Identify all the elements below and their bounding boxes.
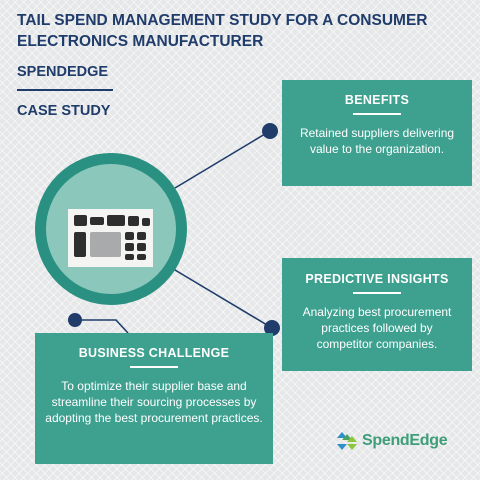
insights-card-title: PREDICTIVE INSIGHTS [305, 272, 449, 286]
camera-icon [74, 215, 87, 226]
charger-icon [90, 217, 104, 225]
earbuds-icon [137, 254, 146, 260]
benefits-card-title: BENEFITS [344, 93, 410, 107]
mouse-icon-2 [137, 232, 146, 240]
speaker-icon [125, 243, 134, 251]
speaker-icon-2 [137, 243, 146, 251]
insights-card-text: Analyzing best procurement practices fol… [302, 305, 452, 351]
adapter-icon [128, 216, 139, 226]
challenge-card-title: BUSINESS CHALLENGE [78, 346, 230, 360]
headphones-icon [125, 254, 134, 260]
company-label: SPENDEDGE [17, 64, 109, 80]
electronics-photo [68, 209, 153, 267]
benefits-card: BENEFITS Retained suppliers delivering v… [282, 80, 472, 186]
insights-connector-dot [264, 320, 280, 336]
insights-connector [169, 266, 273, 329]
spendedge-logo: SpendEdge [336, 430, 448, 452]
challenge-connector [75, 319, 129, 334]
company-label-rule [17, 89, 113, 91]
challenge-card-text: To optimize their supplier base and stre… [45, 379, 263, 425]
cable-icon [142, 218, 150, 226]
page-title: TAIL SPEND MANAGEMENT STUDY FOR A CONSUM… [17, 12, 428, 50]
spendedge-logo-text: SpendEdge [362, 432, 448, 449]
camera-lens-icon [107, 215, 125, 226]
benefits-card-rule [353, 113, 401, 115]
challenge-card-rule [130, 366, 178, 368]
benefits-connector [174, 130, 271, 189]
benefits-connector-dot [262, 123, 278, 139]
benefits-card-text: Retained suppliers delivering value to t… [299, 126, 455, 156]
spendedge-logo-icon [337, 432, 357, 450]
challenge-connector-dot [68, 313, 82, 327]
laptop-icon [90, 232, 121, 257]
insights-card-rule [353, 292, 401, 294]
phone-icon [74, 232, 86, 257]
mouse-icon [125, 232, 134, 240]
insights-card: PREDICTIVE INSIGHTS Analyzing best procu… [282, 258, 472, 371]
challenge-card: BUSINESS CHALLENGE To optimize their sup… [35, 333, 273, 464]
case-study-label: CASE STUDY [17, 103, 111, 119]
